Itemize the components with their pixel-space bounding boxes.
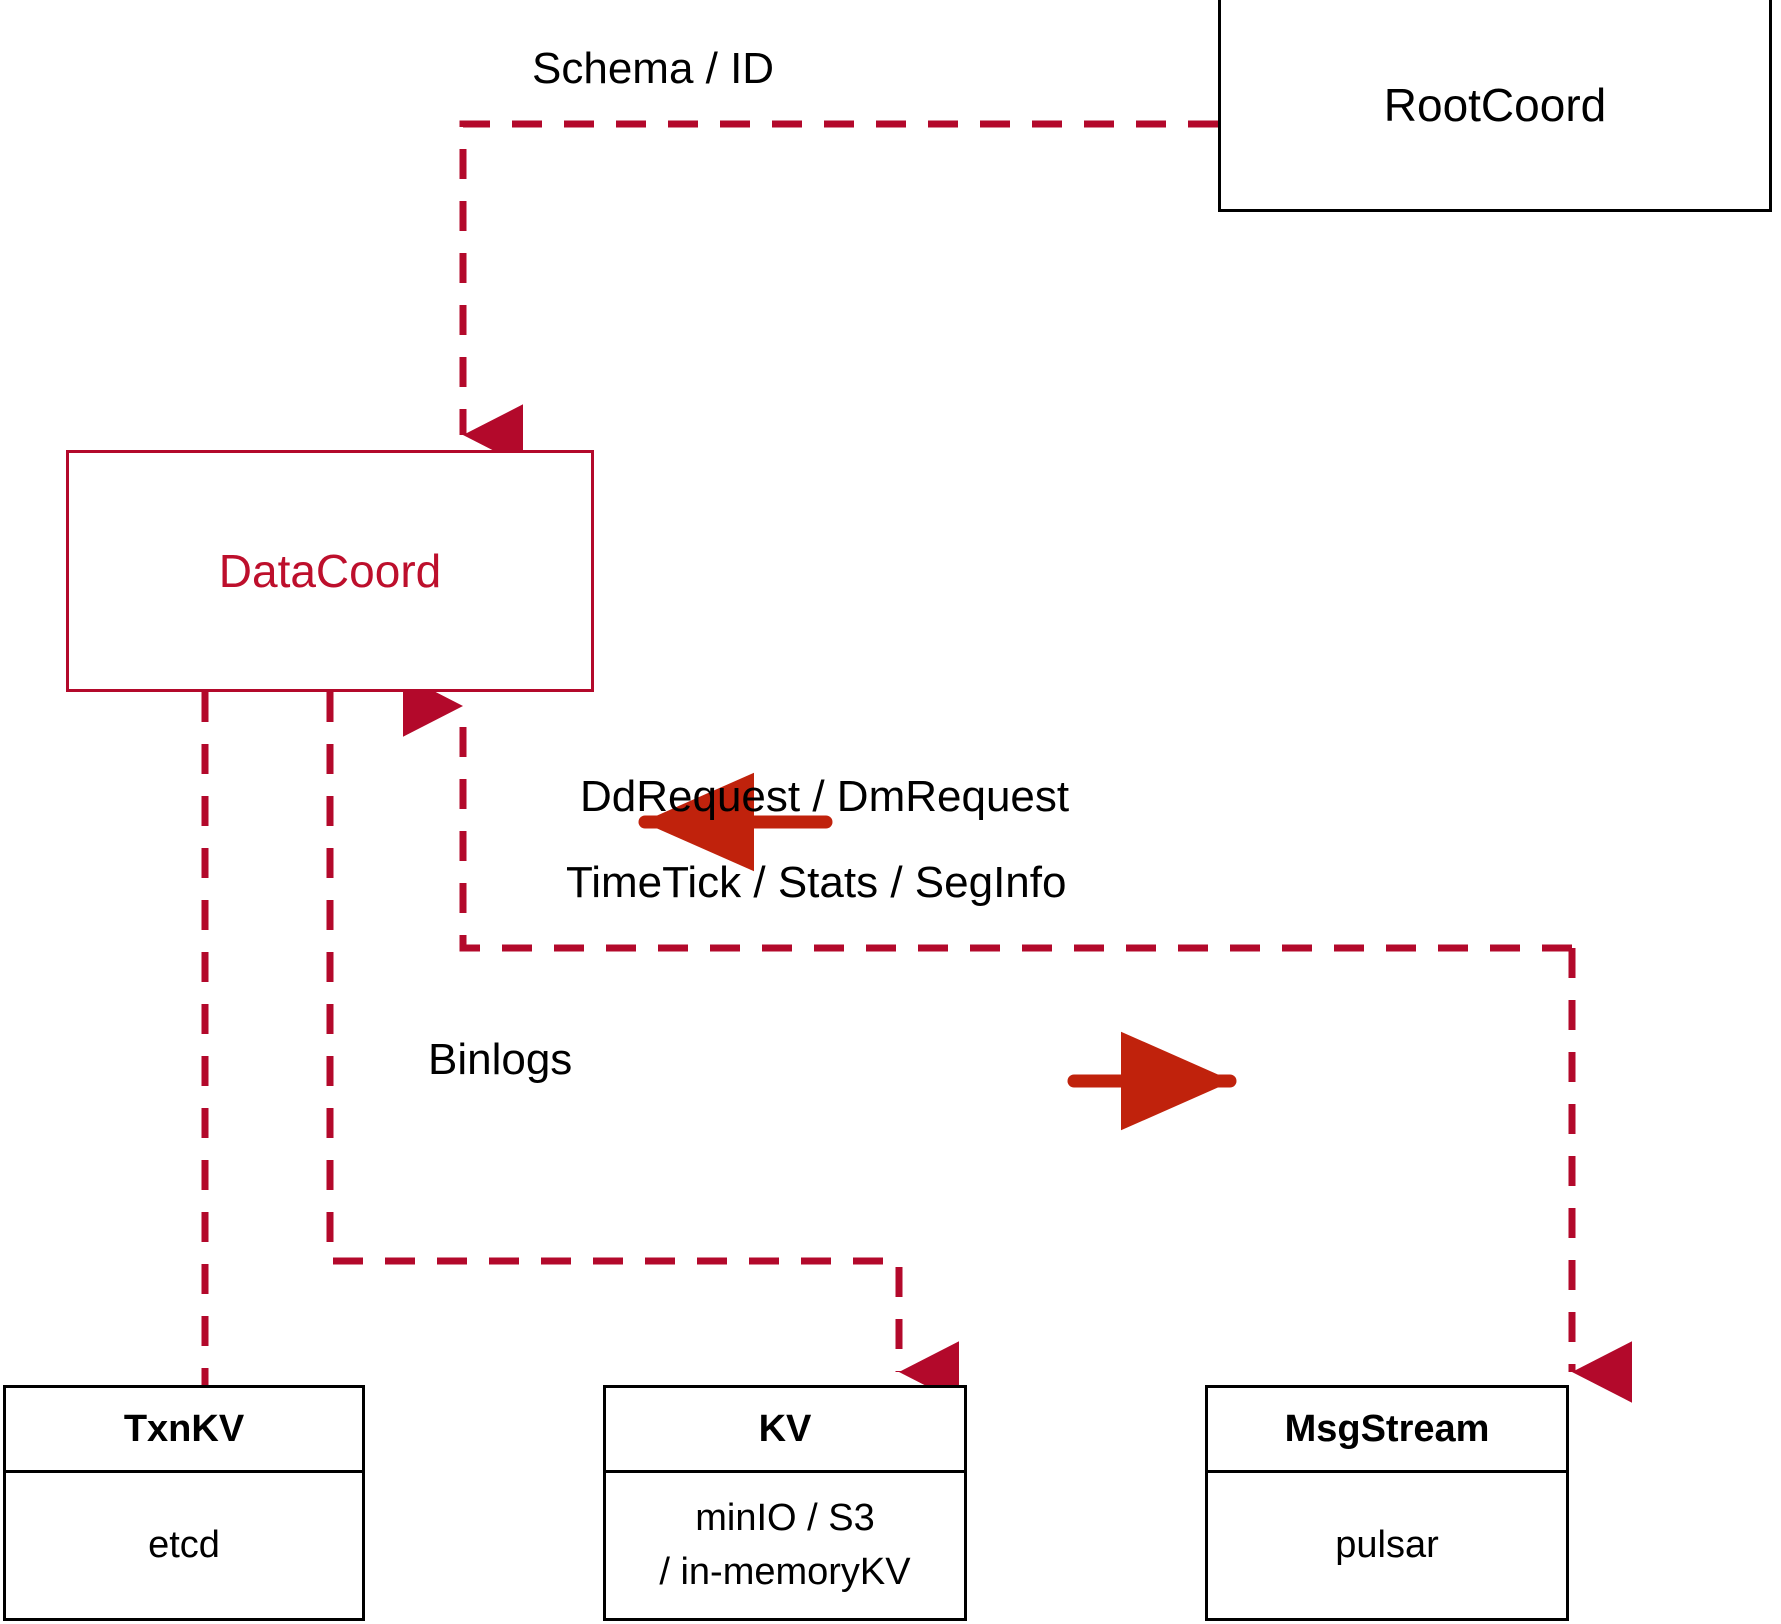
node-txnkv-line1: etcd — [148, 1523, 220, 1566]
node-rootcoord-label: RootCoord — [1383, 78, 1607, 131]
node-txnkv-header: TxnKV — [6, 1388, 362, 1473]
node-msgstream-header: MsgStream — [1208, 1388, 1566, 1473]
node-kv-line2: / in-memoryKV — [659, 1550, 911, 1593]
node-kv[interactable]: KV minIO / S3 / in-memoryKV — [603, 1385, 967, 1621]
edge-label-dd-dm-request: DdRequest / DmRequest — [580, 772, 1070, 821]
node-rootcoord[interactable]: RootCoord — [1218, 0, 1772, 212]
node-msgstream[interactable]: MsgStream pulsar — [1205, 1385, 1569, 1621]
node-txnkv-body: etcd — [6, 1473, 362, 1618]
edge-msgstream-to-datacoord-dashed — [402, 675, 1572, 952]
node-datacoord[interactable]: DataCoord — [66, 450, 594, 692]
edge-label-schema-id: Schema / ID — [532, 44, 775, 93]
edge-rootcoord-to-datacoord — [459, 120, 1218, 466]
node-kv-line1: minIO / S3 — [695, 1496, 875, 1539]
node-kv-header: KV — [606, 1388, 964, 1473]
edge-label-binlogs: Binlogs — [428, 1035, 573, 1084]
node-msgstream-body: pulsar — [1208, 1473, 1566, 1618]
edge-label-timetick-stats-seginfo: TimeTick / Stats / SegInfo — [566, 858, 1067, 907]
node-msgstream-line1: pulsar — [1335, 1523, 1439, 1566]
node-datacoord-label: DataCoord — [218, 545, 442, 597]
node-kv-body: minIO / S3 / in-memoryKV — [606, 1473, 964, 1618]
node-txnkv[interactable]: TxnKV etcd — [3, 1385, 365, 1621]
